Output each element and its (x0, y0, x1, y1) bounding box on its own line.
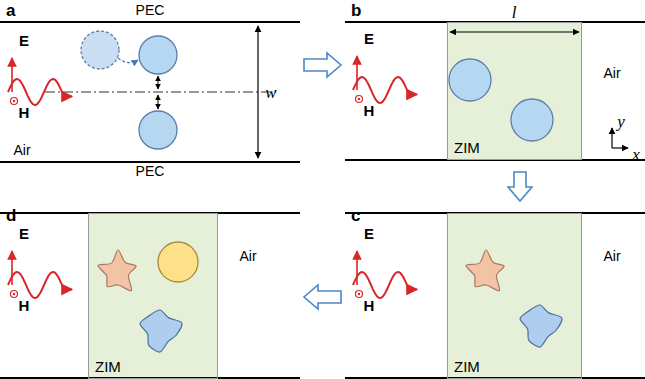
e-field-arrow (11, 251, 13, 285)
incident-wave (353, 272, 409, 298)
propagation-arrow (409, 93, 417, 95)
annotation: E (364, 31, 374, 46)
zim-fill (447, 213, 582, 379)
h-field-symbol (11, 291, 18, 298)
propagation-arrow (64, 95, 72, 97)
incident-wave (8, 79, 64, 105)
waveguide-wall (345, 377, 645, 379)
panel: a (0, 0, 300, 176)
annotation: E (19, 33, 29, 48)
annotation: Air (13, 143, 30, 157)
annotation: H (364, 103, 375, 118)
annotation: PEC (136, 164, 165, 178)
panel-letter: c (351, 206, 360, 226)
annotation: w (265, 84, 276, 101)
annotation: l (512, 4, 517, 21)
propagation-arrow (64, 288, 72, 290)
waveguide-wall (0, 21, 300, 23)
axis-y (611, 128, 612, 148)
irregular-inclusion (466, 250, 504, 291)
panel-letter: d (6, 206, 16, 226)
irregular-inclusion (140, 310, 182, 352)
incident-wave (8, 272, 64, 298)
dielectric-cylinder (449, 59, 491, 101)
dielectric-cylinder (139, 111, 177, 149)
annotation: PEC (136, 3, 165, 17)
irregular-inclusion (520, 305, 562, 347)
annotation: Air (603, 249, 620, 263)
h-field-dot (13, 100, 15, 102)
annotation: H (364, 298, 375, 313)
propagation-arrow (409, 288, 417, 290)
annotation: Air (239, 249, 256, 263)
length-dimension (450, 31, 579, 32)
waveguide-wall (0, 161, 300, 163)
annotation: x (632, 146, 640, 163)
irregular-inclusion (98, 250, 136, 291)
dielectric-cylinder (511, 99, 553, 141)
gap-arrow (158, 76, 159, 89)
gap-arrow (158, 95, 159, 109)
region-label: ZIM (454, 358, 480, 375)
h-field-symbol (11, 98, 18, 105)
panel-letter: a (6, 1, 15, 21)
e-field-arrow (356, 56, 358, 90)
width-dimension (257, 26, 258, 158)
annotation: H (19, 298, 30, 313)
annotation: y (617, 113, 625, 130)
dielectric-cylinder (158, 242, 198, 282)
region-label: ZIM (95, 358, 121, 375)
zim-region: ZIM (447, 22, 582, 160)
panel-letter: b (351, 1, 361, 21)
h-field-symbol (356, 291, 363, 298)
moved-cylinder (81, 31, 119, 69)
step-arrow (304, 53, 341, 77)
incident-wave (353, 77, 409, 103)
panel: bZIM (345, 0, 645, 168)
panel: cZIM (345, 205, 645, 379)
h-field-dot (13, 293, 15, 295)
panel: dZIM (0, 205, 300, 379)
step-arrow (508, 172, 532, 201)
annotation: H (19, 105, 30, 120)
h-field-symbol (356, 96, 363, 103)
annotation: E (19, 226, 29, 241)
step-arrow (304, 285, 341, 309)
h-field-dot (358, 98, 360, 100)
zim-fill (88, 213, 218, 379)
center-axis (45, 92, 278, 93)
zim-region: ZIM (447, 213, 582, 379)
axis-x (612, 147, 628, 148)
e-field-arrow (11, 58, 13, 92)
h-field-dot (358, 293, 360, 295)
e-field-arrow (356, 251, 358, 285)
annotation: Air (603, 66, 620, 80)
dielectric-cylinder (139, 36, 177, 74)
annotation: E (364, 226, 374, 241)
zim-region: ZIM (88, 213, 218, 379)
region-label: ZIM (454, 139, 480, 156)
zim-fill (447, 22, 582, 160)
move-arrow (118, 58, 138, 63)
waveguide-wall (0, 377, 300, 379)
